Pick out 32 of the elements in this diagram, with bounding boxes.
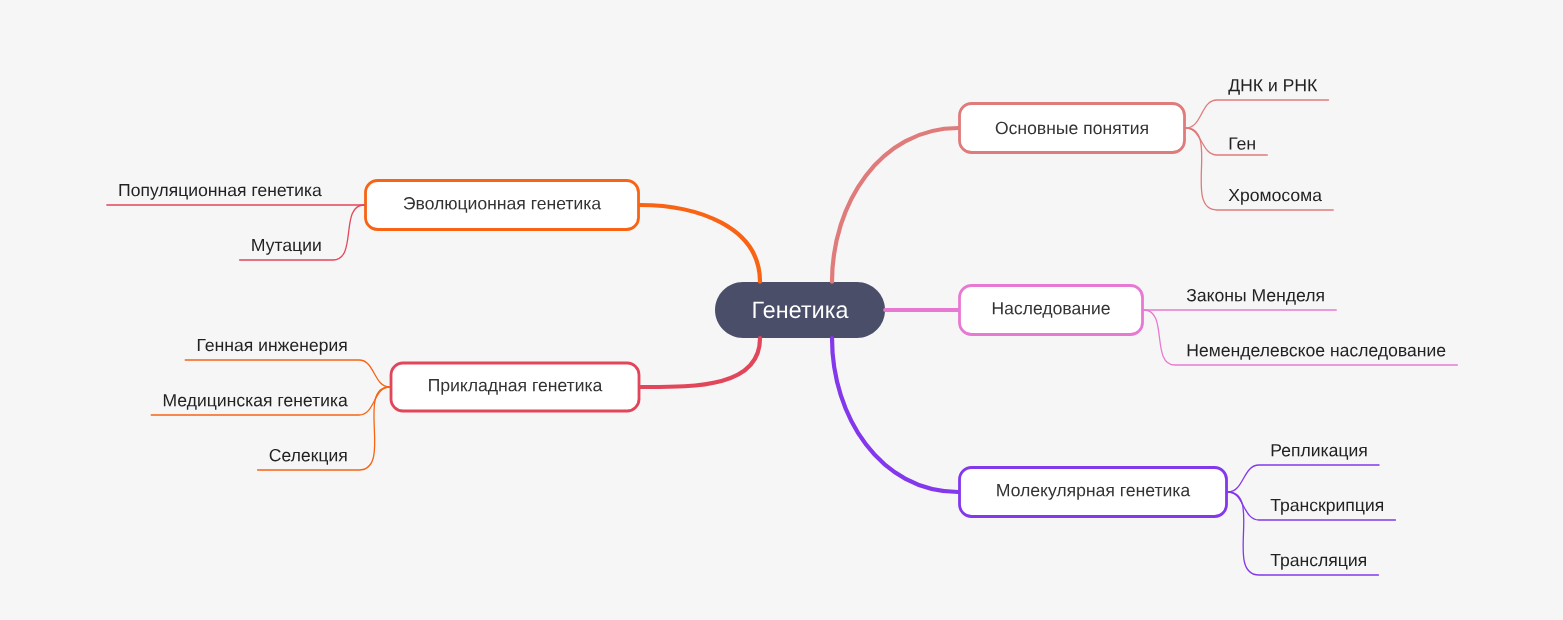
subtopic-label: Медицинская генетика bbox=[163, 394, 348, 410]
subtopic-label: ДНК и РНК bbox=[1228, 79, 1318, 95]
topic-box: Прикладная генетика bbox=[389, 361, 641, 413]
branch-line bbox=[1227, 491, 1380, 576]
branch-line bbox=[638, 336, 763, 390]
branch-line bbox=[637, 202, 763, 284]
subtopic-label: Транскрипция bbox=[1270, 499, 1383, 515]
topic-box: Основные понятия bbox=[958, 102, 1186, 154]
topic-box: Эволюционная генетика bbox=[364, 179, 640, 231]
subtopic-label: Селекция bbox=[269, 449, 347, 465]
branch-line bbox=[256, 386, 391, 471]
topic-box: Наследование bbox=[958, 284, 1144, 336]
branch-line bbox=[829, 125, 961, 284]
subtopic-label: Трансляция bbox=[1270, 554, 1366, 570]
branch-line bbox=[238, 204, 365, 261]
subtopic-label: Хромосома bbox=[1228, 189, 1322, 205]
subtopic-label: Репликация bbox=[1271, 444, 1367, 460]
subtopic-label: Законы Менделя bbox=[1186, 289, 1324, 305]
branch-line bbox=[1185, 127, 1334, 211]
topic-box: Молекулярная генетика bbox=[958, 466, 1228, 518]
subtopic-label: Генная инженерия bbox=[197, 339, 347, 355]
branch-line bbox=[106, 204, 365, 206]
branch-line bbox=[1185, 99, 1330, 129]
branch-line bbox=[1143, 309, 1458, 366]
branch-line bbox=[1143, 309, 1337, 311]
subtopic-label: Неменделевское наследование bbox=[1187, 344, 1446, 360]
subtopic-label: Популяционная генетика bbox=[119, 184, 322, 200]
subtopic-label: Мутации bbox=[252, 239, 321, 255]
branch-line bbox=[1227, 464, 1380, 493]
branch-line bbox=[883, 307, 961, 313]
branch-line bbox=[829, 336, 961, 495]
subtopic-label: Ген bbox=[1229, 137, 1255, 150]
